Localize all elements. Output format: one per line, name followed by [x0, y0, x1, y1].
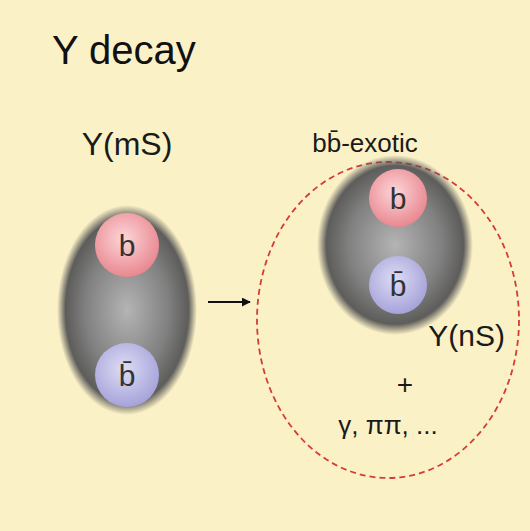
quark-circle: b̄ [94, 342, 160, 408]
quark-circle: b̄ [368, 255, 428, 315]
meson-blob: Υ(nS) b b̄ [317, 150, 507, 352]
quark-label: b [390, 182, 407, 215]
quark-circle: b [94, 212, 160, 278]
node-label: bb̄-exotic [312, 129, 418, 158]
node-label: γ, ππ, ... [338, 411, 437, 440]
node-label: Υ(nS) [428, 319, 505, 352]
node-label: + [397, 370, 413, 401]
antiquark-circle-shape [369, 256, 427, 314]
exotic-region: bb̄-exotic + γ, ππ, ... Υ(nS) b b̄ [255, 126, 525, 482]
meson-ellipse [317, 155, 473, 335]
quark-circle-shape [95, 213, 159, 277]
quark-label: b [119, 229, 136, 262]
antiquark-circle-shape [95, 343, 159, 407]
node-label: Υ(mS) [82, 127, 173, 162]
quark-circle: b [368, 168, 428, 228]
quark-label: b̄ [390, 269, 407, 302]
meson-blob: Υ(mS) b b̄ [55, 125, 200, 420]
quark-circle-shape [369, 169, 427, 227]
diagram-title: Υ decay [52, 28, 196, 72]
decay-arrow [208, 301, 250, 303]
quark-label: b̄ [119, 359, 136, 392]
meson-ellipse [57, 205, 197, 415]
